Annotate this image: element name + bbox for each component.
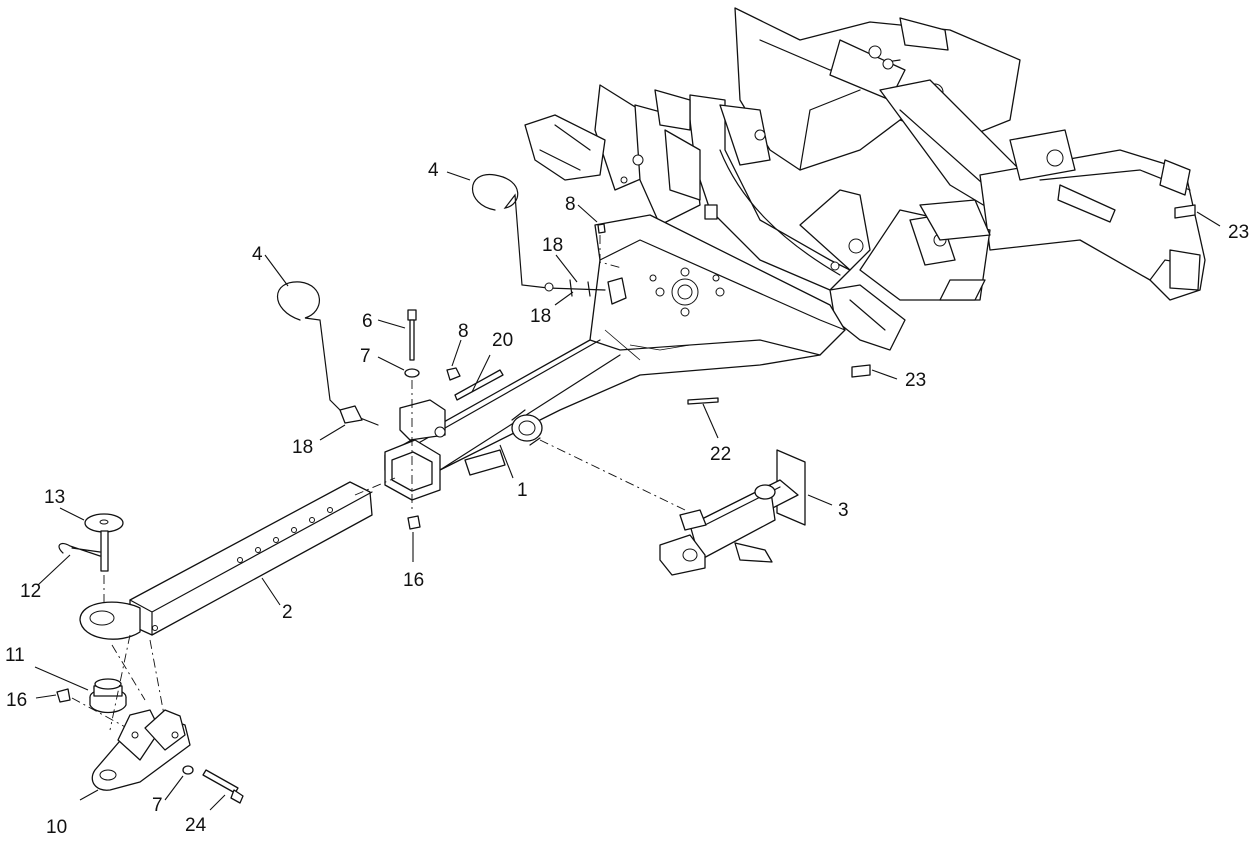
callout-4-right: 4 [428, 160, 439, 181]
clip-bracket-left [339, 405, 363, 424]
bushing-11 [89, 678, 127, 714]
spacer-pins [569, 279, 591, 297]
callout-23-top: 23 [1228, 222, 1249, 243]
clip-bracket-right [607, 277, 627, 305]
tongue-jack [659, 449, 806, 576]
callout-1: 1 [517, 480, 528, 501]
hairpin-clip-right [471, 174, 606, 291]
clip-washer [544, 282, 554, 292]
callout-22: 22 [710, 444, 731, 465]
callout-24: 24 [185, 815, 207, 836]
callout-18-left: 18 [292, 437, 313, 458]
decal-23-bottom [851, 364, 871, 378]
clevis-10 [91, 709, 191, 791]
bolt-24 [202, 769, 244, 804]
hairpin-clip-left [276, 281, 379, 426]
callout-7-bottom: 7 [152, 795, 163, 816]
decal-22 [687, 397, 719, 405]
leader-lines [34, 171, 1221, 811]
decal-23-top [1174, 204, 1196, 219]
callout-7-top: 7 [360, 346, 371, 367]
callout-10: 10 [46, 817, 67, 838]
hitch-tongue [384, 214, 846, 501]
callout-labels: 1 2 3 4 4 6 7 7 8 8 10 11 12 13 16 16 18… [5, 160, 1249, 838]
callout-18-top: 18 [542, 235, 563, 256]
main-frame [524, 7, 1206, 351]
nut-16-left [56, 688, 71, 703]
bolt-6 [404, 309, 420, 510]
nut-8-top [597, 223, 606, 234]
callout-16-mid: 16 [403, 570, 424, 591]
callout-2: 2 [282, 602, 293, 623]
callout-6: 6 [362, 311, 373, 332]
callout-16-left: 16 [6, 690, 27, 711]
nut-16-mid [407, 515, 421, 530]
callout-12: 12 [20, 581, 41, 602]
callout-8-mid: 8 [458, 321, 469, 342]
callout-20: 20 [492, 330, 513, 351]
tongue-extension [79, 481, 373, 640]
decal-20 [454, 369, 504, 401]
callout-18-lower: 18 [530, 306, 551, 327]
washer-7-bottom [182, 765, 194, 775]
callout-11: 11 [5, 645, 25, 666]
hair-cotter-12 [58, 542, 101, 557]
callout-13: 13 [44, 487, 65, 508]
hitch-pin-13 [84, 513, 124, 605]
callout-8-top: 8 [565, 194, 576, 215]
callout-4-left: 4 [252, 244, 263, 265]
callout-3: 3 [838, 500, 849, 521]
callout-23-bottom: 23 [905, 370, 926, 391]
nut-8 [446, 367, 461, 381]
